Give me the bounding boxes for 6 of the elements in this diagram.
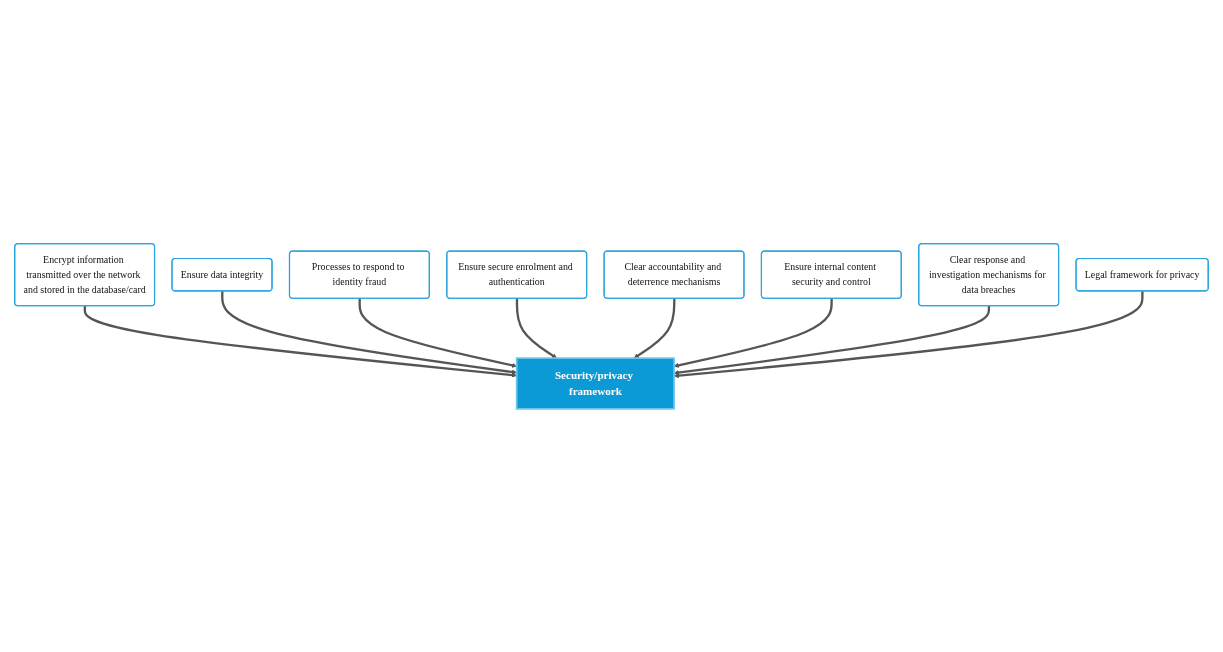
arrow xyxy=(221,290,517,375)
arrow xyxy=(633,298,676,359)
arrow xyxy=(83,305,517,378)
node-box: Security/privacy framework xyxy=(515,357,675,410)
arrow xyxy=(358,298,517,368)
arrow xyxy=(515,298,557,359)
